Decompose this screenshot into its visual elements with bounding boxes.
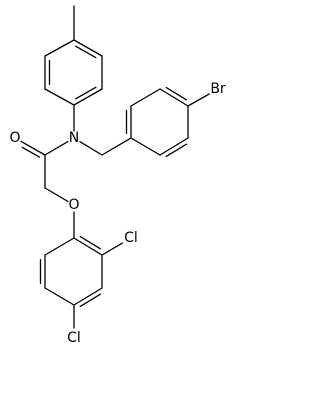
bond-p3-p4 [73,287,103,308]
bond-n-benzyl [79,140,103,156]
bond-n-carbonyl [44,140,69,156]
bond-t4-t5 [44,88,75,106]
bond-b6-b1 [130,137,161,156]
bond-b5-b6 [159,137,189,158]
atom-label-cl1: Cl [124,230,138,246]
bond-ch2-o2 [44,187,69,203]
bond-p2-cl1 [101,242,124,256]
bond-t3-t4 [73,86,103,106]
bond-p4-p5 [44,287,75,306]
bond-carbonyl-o1 [20,140,46,158]
bond-b2-b3 [130,88,161,107]
bond-layer [20,5,210,329]
bond-p6-p1 [44,237,75,256]
bond-benzyl-b1 [101,137,132,156]
atom-label-cl2: Cl [67,330,81,346]
bond-p5-p6 [39,254,46,289]
atom-label-o1: O [9,130,20,146]
bond-t5-t6 [44,55,51,90]
bond-p1-p2 [73,235,103,256]
atom-label-br: Br [210,81,226,97]
bond-b3-b4 [159,86,189,107]
bond-b1-b2 [125,105,132,139]
bond-t1-t2 [73,39,103,59]
atom-label-o2: O [68,197,79,213]
atom-label-n: N [69,130,79,146]
bond-b4-br [187,93,210,107]
bond-t6-t1 [44,39,75,57]
